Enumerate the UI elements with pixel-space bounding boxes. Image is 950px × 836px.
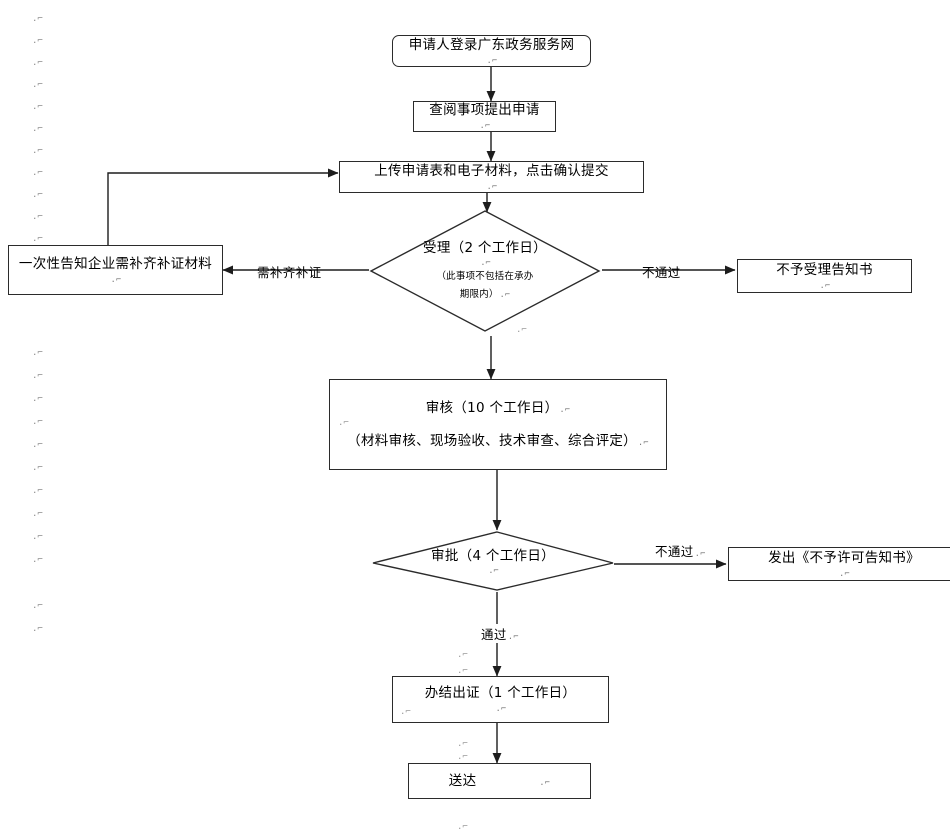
- node-notify-supplement-label: 一次性告知企业需补齐补证材料: [18, 255, 213, 272]
- tail-mark-supplement: .⌐: [110, 274, 122, 285]
- paragraph-mark-stray-3: .⌐: [457, 666, 468, 676]
- node-browse-apply-label: 查阅事项提出申请: [429, 102, 540, 118]
- paragraph-mark: .⌐: [32, 509, 43, 519]
- tail-mark-upload: .⌐: [486, 181, 498, 192]
- paragraph-mark-stray-6: .⌐: [457, 822, 468, 832]
- tail-mark-login: .⌐: [486, 55, 498, 66]
- paragraph-mark-stray-2: .⌐: [457, 650, 468, 660]
- paragraph-mark: .⌐: [32, 417, 43, 427]
- paragraph-mark: .⌐: [32, 463, 43, 473]
- edge-supplement-feedback-loop: [107, 168, 339, 245]
- tail-mark-browse: .⌐: [479, 121, 491, 132]
- paragraph-mark: .⌐: [32, 36, 43, 46]
- edge-label-need-supplement: 需补齐补证: [257, 265, 322, 280]
- node-no-permit-notice[interactable]: 发出《不予许可告知书》 .⌐: [728, 547, 950, 581]
- paragraph-mark-issue-inner: .⌐: [400, 707, 411, 717]
- paragraph-mark-review-inner: .⌐: [338, 418, 349, 428]
- paragraph-mark: .⌐: [32, 80, 43, 90]
- paragraph-mark: .⌐: [32, 102, 43, 112]
- paragraph-mark: .⌐: [32, 146, 43, 156]
- node-browse-apply[interactable]: 查阅事项提出申请 .⌐: [413, 101, 556, 132]
- edge-label-approval-pass: 通过.⌐: [478, 624, 522, 643]
- node-accept-sub-line2: 期限内）.⌐: [459, 289, 511, 301]
- node-no-permit-notice-label: 发出《不予许可告知书》: [768, 549, 920, 566]
- tail-mark-approval: .⌐: [488, 566, 499, 577]
- node-login[interactable]: 申请人登录广东政务服务网 .⌐: [392, 35, 591, 67]
- node-notify-supplement[interactable]: 一次性告知企业需补齐补证材料 .⌐: [8, 245, 223, 295]
- tail-mark-issue: .⌐: [495, 704, 507, 715]
- paragraph-mark: .⌐: [32, 555, 43, 565]
- paragraph-mark: .⌐: [32, 14, 43, 24]
- node-upload-label: 上传申请表和电子材料，点击确认提交: [374, 162, 609, 179]
- paragraph-mark: .⌐: [32, 212, 43, 222]
- node-accept-diamond[interactable]: 受理（2 个工作日） .⌐ （此事项不包括在承办 期限内）.⌐: [368, 206, 602, 336]
- tail-mark-reject: .⌐: [819, 280, 831, 291]
- paragraph-mark: .⌐: [32, 58, 43, 68]
- node-reject-notice-label: 不予受理告知书: [776, 261, 873, 278]
- paragraph-mark: .⌐: [32, 624, 43, 634]
- paragraph-mark: .⌐: [32, 234, 43, 244]
- tail-mark-accept: .⌐: [480, 258, 491, 269]
- edge-label-approval-fail: 不通过.⌐: [655, 544, 706, 559]
- node-review[interactable]: 审核（10 个工作日）.⌐ （材料审核、现场验收、技术审查、综合评定）.⌐: [329, 379, 667, 470]
- node-issue-cert-label: 办结出证（1 个工作日）: [424, 685, 577, 701]
- paragraph-mark: .⌐: [32, 440, 43, 450]
- paragraph-mark: .⌐: [32, 394, 43, 404]
- accept-diamond-shape: [369, 210, 601, 332]
- paragraph-mark: .⌐: [32, 601, 43, 611]
- node-approval-label: 审批（4 个工作日）: [431, 547, 555, 564]
- node-upload[interactable]: 上传申请表和电子材料，点击确认提交 .⌐: [339, 161, 644, 193]
- paragraph-mark: .⌐: [32, 532, 43, 542]
- node-login-label: 申请人登录广东政务服务网: [408, 36, 575, 53]
- node-deliver-label: 送达.⌐: [448, 772, 551, 789]
- node-deliver[interactable]: 送达.⌐: [408, 763, 591, 799]
- paragraph-mark: .⌐: [32, 371, 43, 381]
- node-accept-label: 受理（2 个工作日）: [423, 239, 547, 256]
- node-reject-notice[interactable]: 不予受理告知书 .⌐: [737, 259, 912, 293]
- node-review-label-line1: 审核（10 个工作日）.⌐: [425, 399, 571, 416]
- paragraph-mark-stray-5: .⌐: [457, 752, 468, 762]
- node-approval-diamond[interactable]: 审批（4 个工作日） .⌐: [372, 530, 614, 592]
- paragraph-mark-stray-1: .⌐: [516, 325, 527, 335]
- paragraph-mark: .⌐: [32, 348, 43, 358]
- node-review-label-line2: （材料审核、现场验收、技术审查、综合评定）.⌐: [347, 433, 649, 449]
- paragraph-mark: .⌐: [32, 190, 43, 200]
- paragraph-mark: .⌐: [32, 124, 43, 134]
- edge-label-accept-fail: 不通过: [642, 265, 681, 280]
- paragraph-mark: .⌐: [32, 168, 43, 178]
- paragraph-mark-stray-4: .⌐: [457, 739, 468, 749]
- tail-mark-no-permit: .⌐: [839, 568, 850, 579]
- node-accept-sub-line1: （此事项不包括在承办: [436, 271, 534, 283]
- paragraph-mark: .⌐: [32, 486, 43, 496]
- node-issue-cert[interactable]: 办结出证（1 个工作日） .⌐: [392, 676, 609, 723]
- approval-diamond-shape: [372, 531, 614, 591]
